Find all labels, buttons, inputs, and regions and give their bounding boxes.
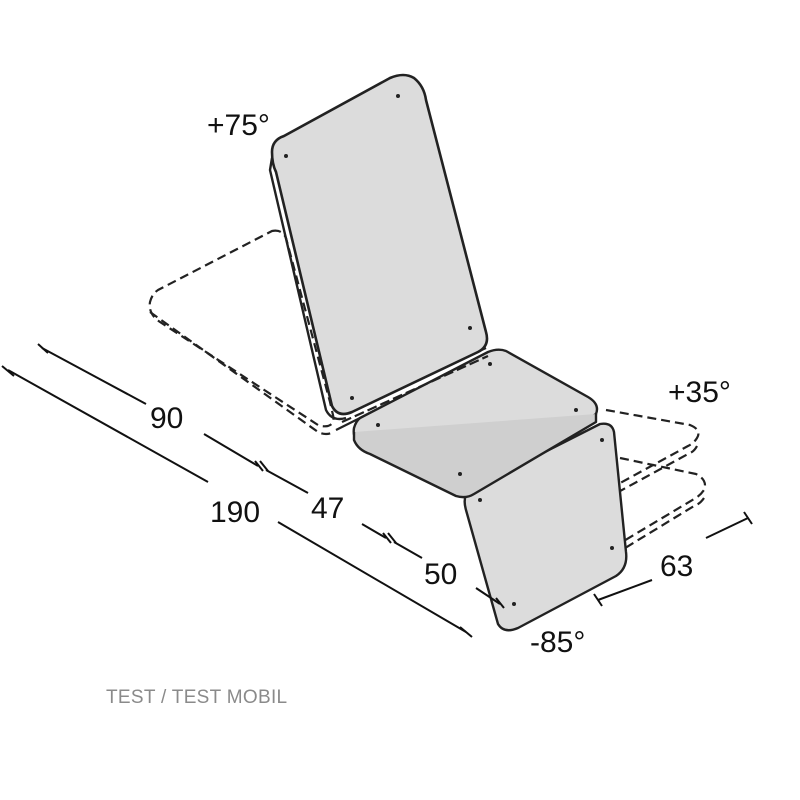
- seat-panel: [352, 348, 599, 499]
- screw-icon: [396, 94, 400, 98]
- angle-label-legrest-up: +35°: [668, 376, 731, 409]
- backrest-panel: [268, 73, 489, 421]
- screw-icon: [350, 396, 354, 400]
- screw-icon: [512, 602, 516, 606]
- product-caption: TEST / TEST MOBIL: [106, 687, 288, 708]
- dimension-label-width: 63: [660, 550, 693, 583]
- dimension-label-total-length: 190: [210, 496, 260, 529]
- dimension-label-legrest-length: 50: [424, 558, 457, 591]
- angle-label-backrest: +75°: [207, 109, 270, 142]
- dashed-legrest-mid-outline: [479, 456, 707, 562]
- dimension-label-seat-length: 47: [311, 492, 344, 525]
- screw-icon: [574, 408, 578, 412]
- screw-icon: [478, 498, 482, 502]
- angle-label-legrest-down: -85°: [530, 626, 585, 659]
- dashed-legrest-raised-outline: [477, 408, 700, 508]
- screw-icon: [284, 154, 288, 158]
- dimension-label-backrest-length: 90: [150, 402, 183, 435]
- screw-icon: [488, 362, 492, 366]
- screw-icon: [468, 326, 472, 330]
- screw-icon: [458, 472, 462, 476]
- screw-icon: [600, 438, 604, 442]
- screw-icon: [376, 423, 380, 427]
- screw-icon: [610, 546, 614, 550]
- dimension-lines: [1, 343, 753, 638]
